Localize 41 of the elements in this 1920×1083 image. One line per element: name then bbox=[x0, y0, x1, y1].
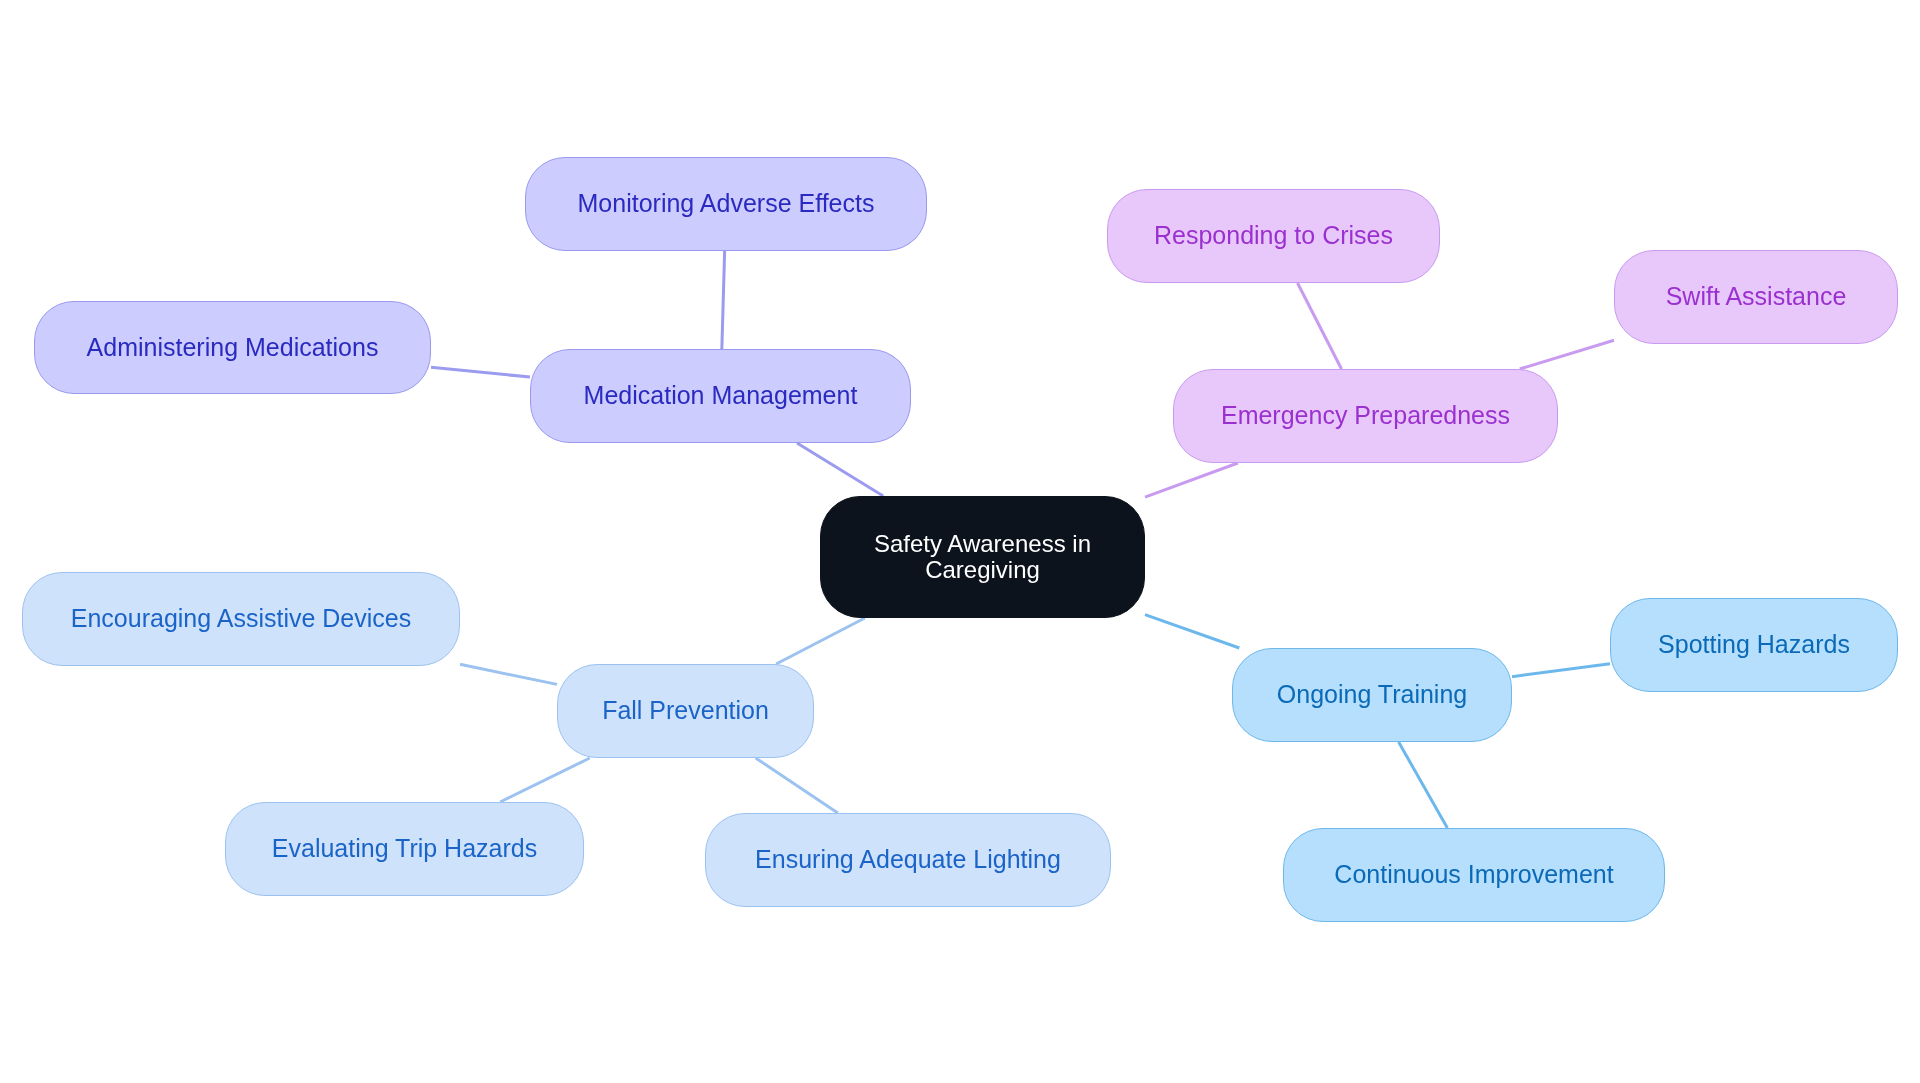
topic-label: Spotting Hazards bbox=[1658, 631, 1850, 659]
connector-line bbox=[1519, 338, 1615, 371]
topic-label: Emergency Preparedness bbox=[1220, 402, 1510, 430]
connector-line bbox=[430, 365, 531, 379]
topic-label: Ongoing Training bbox=[1276, 681, 1468, 709]
topic-label: Encouraging Assistive Devices bbox=[70, 605, 412, 633]
topic-label: Continuous Improvement bbox=[1334, 861, 1614, 889]
topic-label: Medication Management bbox=[583, 382, 858, 410]
topic-pill bbox=[1614, 250, 1898, 344]
connector-line bbox=[720, 250, 727, 350]
topic-label: Monitoring Adverse Effects bbox=[577, 190, 875, 218]
topic-pill bbox=[1107, 189, 1440, 283]
central-topic-box bbox=[820, 496, 1145, 618]
connector-line bbox=[459, 662, 558, 686]
topic-pill bbox=[525, 157, 927, 251]
topic-pill bbox=[1283, 828, 1665, 922]
connector-line bbox=[1144, 461, 1239, 499]
connector-line bbox=[754, 756, 839, 815]
topic-label: Ensuring Adequate Lighting bbox=[755, 846, 1061, 874]
connector-line bbox=[796, 441, 884, 498]
topic-pill bbox=[1173, 369, 1558, 463]
topic-label: Safety Awareness in Caregiving bbox=[873, 530, 1092, 584]
topic-pill bbox=[557, 664, 814, 758]
topic-pill bbox=[1232, 648, 1512, 742]
topic-pill bbox=[705, 813, 1111, 907]
topic-pill bbox=[530, 349, 911, 443]
topic-pill bbox=[22, 572, 460, 666]
topic-label: Fall Prevention bbox=[602, 697, 769, 725]
topic-label: Responding to Crises bbox=[1154, 222, 1393, 250]
connector-line bbox=[1397, 741, 1449, 829]
topic-label: Evaluating Trip Hazards bbox=[271, 835, 538, 863]
connector-line bbox=[499, 756, 591, 804]
connector-line bbox=[1296, 282, 1343, 370]
topic-pill bbox=[1610, 598, 1898, 692]
topic-pill bbox=[225, 802, 584, 896]
connector-line bbox=[775, 616, 866, 666]
connector-line bbox=[1144, 613, 1240, 650]
topic-pill bbox=[34, 301, 431, 394]
connector-line bbox=[1511, 662, 1611, 679]
topic-label: Administering Medications bbox=[86, 333, 379, 362]
topic-label: Swift Assistance bbox=[1665, 283, 1847, 311]
